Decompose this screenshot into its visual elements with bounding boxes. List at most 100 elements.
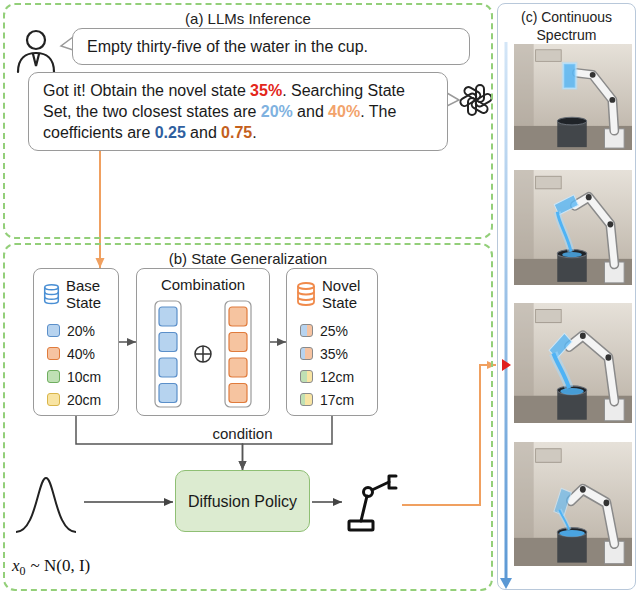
combination-title: Combination (137, 276, 269, 293)
sim-frame-part (553, 353, 569, 388)
panel-title: (b) State Generalization (5, 250, 491, 268)
text-segment: Empty thirty-five of the water in the cu… (87, 38, 368, 55)
text-segment: 0.25 (155, 124, 186, 141)
database-icon-part-part (298, 283, 314, 289)
spectrum-line (505, 42, 508, 580)
sim-frame-part (562, 252, 582, 257)
sim-frame-part (563, 63, 576, 88)
state-row: 35% (300, 342, 377, 365)
bubble-tail (447, 93, 459, 106)
noise-arrow (84, 501, 173, 503)
state-set: Base State20%40%10cm20cm (33, 268, 119, 416)
sim-frame-part (586, 194, 592, 200)
database-icon-part-part (45, 296, 59, 299)
state-value: 40% (67, 346, 95, 362)
combination-graphic-part (195, 346, 211, 362)
combination-graphic-part (195, 346, 211, 362)
database-icon (43, 282, 60, 307)
text-segment: 35% (250, 82, 282, 99)
panel-title: (c) Continuous Spectrum (506, 8, 627, 44)
text-segment: and (297, 103, 324, 120)
combination-box: Combination (136, 268, 270, 416)
connector (99, 151, 101, 268)
text-segment: 40% (328, 103, 360, 120)
sim-frame (514, 442, 632, 566)
combination-graphic-part (155, 301, 181, 407)
user-tie (33, 54, 39, 66)
state-title: Base State (66, 277, 118, 311)
distribution: ~ N(0, I) (31, 556, 91, 575)
action-arrow (312, 501, 342, 503)
combination-graphic-part (159, 384, 177, 403)
robot-icon (349, 476, 396, 530)
panel-box: (c) Continuous Spectrum (497, 3, 636, 590)
node-text: Diffusion Policy (188, 492, 297, 511)
sim-frame-part (590, 72, 596, 78)
combination-graphic-part (225, 301, 251, 407)
robot-icon-part (372, 482, 389, 490)
state-value: 10cm (67, 369, 101, 385)
state-title: Novel State (322, 277, 374, 311)
user-head (27, 31, 45, 49)
panel-box: (a) LLMs InferenceEmpty thirty-five of t… (3, 3, 493, 239)
assistant-logo (459, 85, 493, 115)
combination-graphic-part (229, 307, 247, 326)
sim-frame-part (607, 221, 613, 227)
panel-title: (a) LLMs Inference (5, 10, 491, 28)
state-value: 17cm (320, 392, 354, 408)
sim-frame-part (580, 332, 586, 339)
database-icon (296, 282, 316, 307)
state-row: 20cm (47, 388, 118, 411)
sim-frame-part (553, 353, 569, 388)
state-swatch (47, 324, 60, 337)
edge-label: condition (209, 425, 275, 442)
text-segment: and (190, 124, 217, 141)
assistant-logo-part (463, 86, 482, 101)
state-swatch (47, 370, 60, 383)
combination-graphic-part (159, 358, 177, 377)
sim-frame-part (580, 486, 586, 493)
state-row: 12cm (300, 365, 377, 388)
database-icon-part-part (45, 291, 59, 294)
state-set: Novel State 25% 35% 12cm 17cm (286, 268, 378, 416)
database-icon-part-part (298, 291, 314, 294)
sim-frame-part (577, 73, 614, 131)
sim-frame-part (577, 73, 614, 131)
state-swatch (300, 393, 313, 406)
state-value: 25% (320, 323, 348, 339)
combination-graphic-part (229, 333, 247, 352)
robot-icon-part (361, 496, 367, 521)
sim-frame-part (557, 212, 571, 252)
subscript: 0 (20, 564, 26, 578)
spectrum-marker (502, 359, 511, 371)
bubble-text: Empty thirty-five of the water in the cu… (87, 36, 455, 57)
state-header: Novel State (296, 277, 377, 311)
bubble-text: Got it! Obtain the novel state35%. Searc… (43, 80, 433, 143)
user-body (18, 53, 54, 72)
sim-frame-part (559, 530, 585, 537)
sim-frame-part (514, 44, 632, 150)
user-icon (18, 31, 54, 72)
sim-frame-part (603, 499, 609, 506)
sim-frame (514, 44, 632, 150)
sim-frame-part (557, 212, 571, 252)
sim-frame-part (609, 97, 615, 103)
combination-graphic-part (229, 384, 247, 403)
panel-box: (b) State GeneralizationBase State20%40%… (3, 243, 493, 591)
policy-box: Diffusion Policy (175, 470, 310, 532)
robot-icon-part (389, 476, 396, 488)
sim-frame-part (563, 63, 576, 88)
state-row: 25% (300, 319, 377, 342)
text-segment: Got it! Obtain the novel state (43, 82, 246, 99)
distribution-label: x0~ N(0, I) (12, 556, 90, 579)
combination-graphic (145, 299, 261, 411)
text-segment: 0.75 (221, 124, 252, 141)
state-value: 12cm (320, 369, 354, 385)
state-row: 40% (47, 342, 118, 365)
sim-frame-part (560, 388, 584, 395)
connector (119, 341, 136, 343)
output-line (402, 365, 496, 505)
state-swatch (300, 324, 313, 337)
sim-frame-part (559, 510, 569, 530)
